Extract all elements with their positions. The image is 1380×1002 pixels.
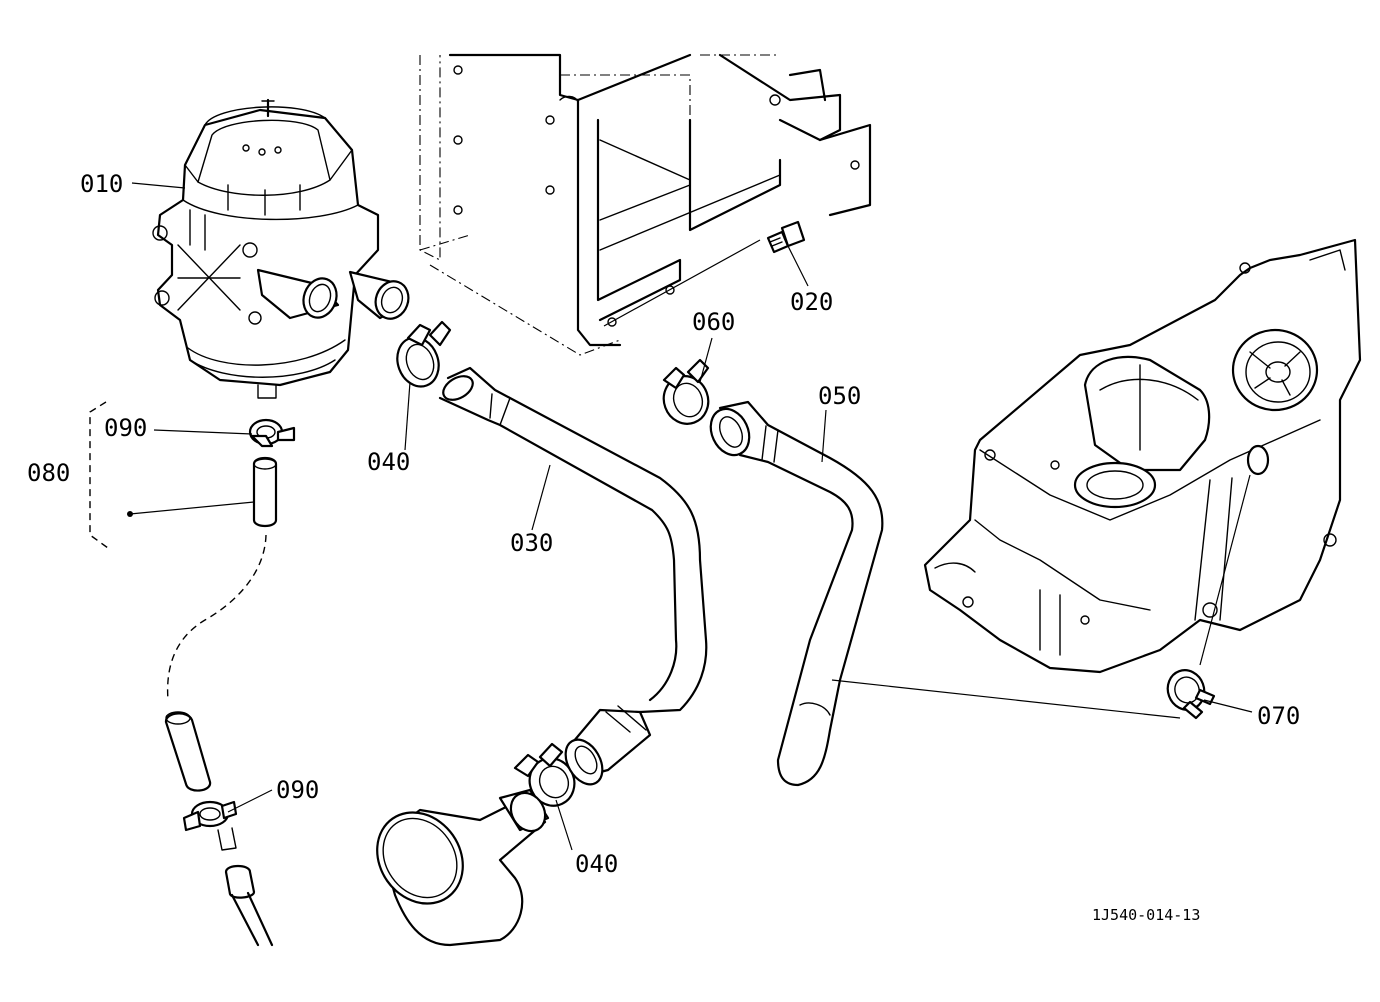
label-020[interactable]: 020 xyxy=(790,288,833,316)
hose-050[interactable] xyxy=(704,400,884,787)
hose-clamp-060[interactable] xyxy=(657,358,715,430)
label-040-lower[interactable]: 040 xyxy=(575,850,618,878)
label-050[interactable]: 050 xyxy=(818,382,861,410)
cylinder-head-cover xyxy=(923,238,1362,674)
label-090-lower[interactable]: 090 xyxy=(276,776,319,804)
hose-clamp-040-upper[interactable] xyxy=(391,320,452,392)
leader-lines xyxy=(89,182,1253,851)
intake-pipe xyxy=(376,788,550,947)
label-070[interactable]: 070 xyxy=(1257,702,1300,730)
breather-hose-080[interactable] xyxy=(164,456,278,947)
hose-clamp-090-upper[interactable] xyxy=(248,418,296,448)
hose-clamp-070[interactable] xyxy=(1162,665,1216,720)
hose-clamp-090-lower[interactable] xyxy=(182,800,238,832)
engine-bracket xyxy=(448,53,872,347)
air-cleaner-010[interactable] xyxy=(152,98,414,399)
hose-clamp-040-lower[interactable] xyxy=(513,742,582,813)
label-030[interactable]: 030 xyxy=(510,529,553,557)
leader-dot xyxy=(127,511,133,517)
label-040-upper[interactable]: 040 xyxy=(367,448,410,476)
label-090-upper[interactable]: 090 xyxy=(104,414,147,442)
label-010[interactable]: 010 xyxy=(80,170,123,198)
drawing-reference-number: 1J540-014-13 xyxy=(1092,906,1200,924)
label-080[interactable]: 080 xyxy=(27,459,70,487)
hose-030[interactable] xyxy=(438,366,708,791)
label-060[interactable]: 060 xyxy=(692,308,735,336)
bolt-020[interactable] xyxy=(766,220,806,254)
